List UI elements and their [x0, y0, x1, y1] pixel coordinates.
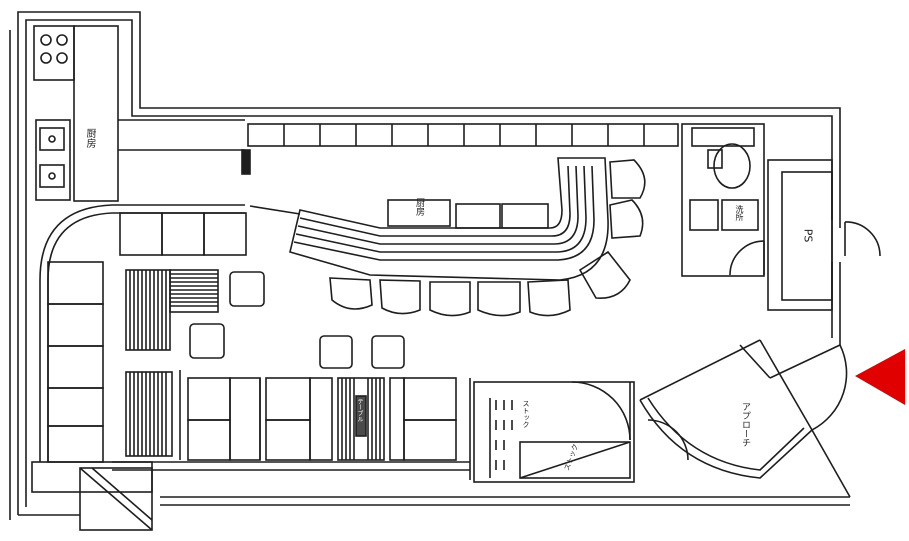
exterior-wall: [9, 11, 850, 520]
label-storage: ストック: [522, 400, 530, 428]
bench-seating: [31, 204, 247, 493]
sink-icon: [39, 127, 65, 188]
label-toilet: 洗所: [735, 205, 744, 221]
stove-icon: [40, 34, 68, 64]
booth-seating: [112, 370, 471, 480]
ps-shaft: [767, 159, 881, 311]
table-hatched-4: [337, 377, 385, 461]
bar-counter: [249, 157, 609, 281]
table-hatched-3: [125, 371, 173, 457]
table-hatched-2: [169, 269, 219, 313]
label-ps: PS: [801, 228, 815, 243]
entrance-marker-icon: [855, 349, 905, 405]
entrance-approach: [639, 339, 851, 498]
toilet-room: [681, 123, 765, 277]
label-approach: アプローチ: [740, 402, 750, 447]
bar-stools: [329, 159, 646, 317]
label-table-note: テーブル: [356, 398, 363, 422]
square-stools: [189, 271, 405, 369]
table-hatched-1: [125, 269, 171, 351]
label-bar-counter: 厨房: [414, 198, 424, 216]
stair-void: [79, 467, 153, 531]
label-kitchen: 厨房: [84, 128, 95, 148]
window-strip: [247, 123, 679, 147]
kitchen-area: [33, 25, 251, 202]
storage-room: [473, 381, 635, 483]
